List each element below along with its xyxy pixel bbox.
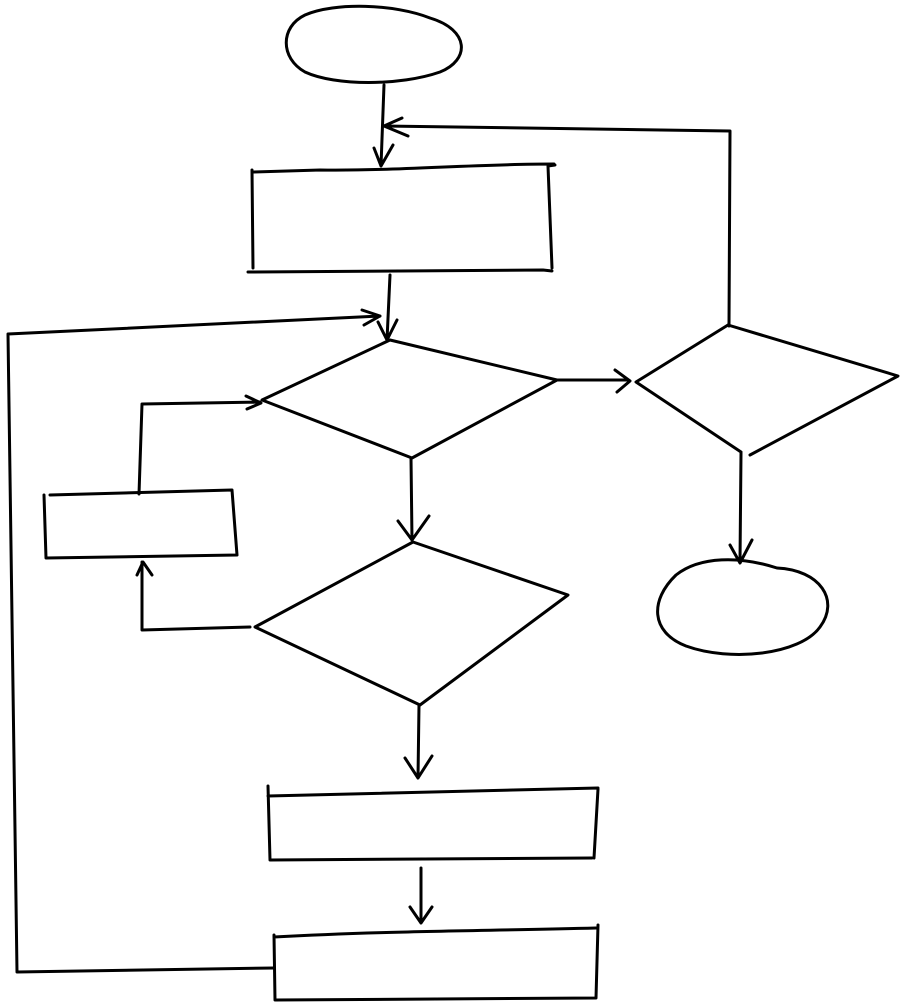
edge-process-2-to-process-3	[408, 866, 434, 925]
edge-decision-right-to-process-1	[382, 116, 732, 328]
edge-decision-2-to-process-2	[403, 703, 434, 780]
edge-decision-2-to-process-side	[135, 560, 252, 632]
edge-start-to-process-1	[372, 83, 395, 168]
start-oval	[284, 4, 463, 84]
edge-decision-right-to-end	[728, 451, 754, 565]
decision-2	[253, 540, 570, 707]
edge-decision-1-to-decision-2	[396, 456, 431, 542]
edge-process-1-to-decision-1	[376, 273, 399, 342]
edges-group	[6, 83, 754, 974]
edge-process-side-to-decision-1	[137, 394, 263, 496]
nodes-group	[42, 4, 900, 1002]
end-oval	[656, 558, 830, 656]
process-1	[246, 162, 557, 274]
decision-1	[260, 338, 559, 460]
process-side	[42, 488, 239, 560]
decision-right	[634, 323, 900, 457]
process-3	[272, 923, 600, 1002]
edge-decision-1-to-decision-right	[555, 368, 632, 394]
process-2	[266, 784, 600, 862]
edge-process-3-to-decision-1	[6, 308, 382, 974]
